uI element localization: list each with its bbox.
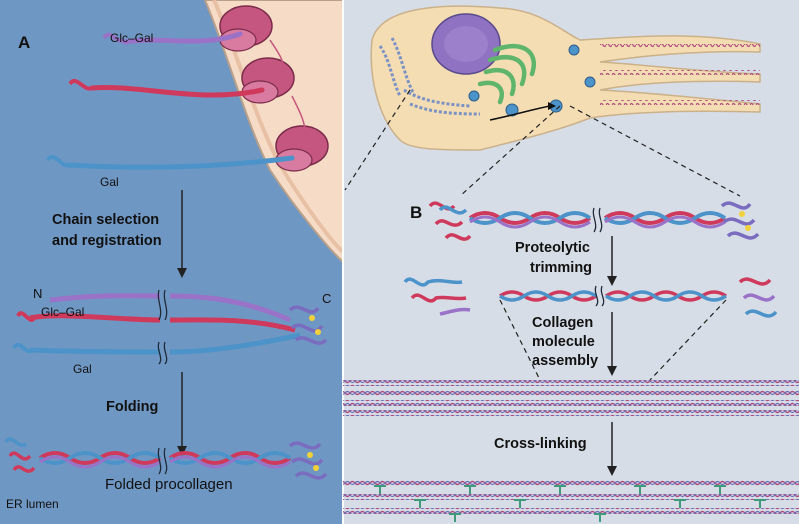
rough-er	[378, 37, 481, 116]
arrowhead-folding	[177, 446, 187, 456]
folded-procollagen-helix	[4, 437, 328, 480]
fibril-protrusion-1	[600, 44, 760, 49]
panel-a-label: A	[18, 33, 30, 52]
nascent-chain-purple-tail	[102, 32, 125, 43]
cross-linking-label: Cross-linking	[494, 436, 587, 452]
assembly-label-3: assembly	[532, 353, 598, 369]
nascent-chain-blue	[65, 155, 295, 170]
arrowhead-chain-selection	[177, 268, 187, 278]
nascent-chain-red	[89, 84, 265, 98]
panel-b-label: B	[410, 203, 422, 222]
n-terminus-label: N	[33, 286, 42, 301]
arrowhead-proteolytic	[607, 276, 617, 286]
arrowhead-assembly	[607, 366, 617, 376]
proteolytic-label-1: Proteolytic	[515, 240, 590, 256]
collagen-molecule	[499, 285, 727, 307]
aligned-chains	[12, 289, 328, 365]
proteolytic-label-2: trimming	[530, 260, 592, 276]
mrna-strand	[269, 39, 306, 133]
chain-selection-label-2: and registration	[52, 233, 162, 249]
gal-label-mid: Gal	[73, 362, 92, 376]
procollagen-panel-b	[428, 201, 760, 241]
assembly-label-1: Collagen	[532, 315, 593, 331]
cleaved-n-propeptides	[403, 277, 471, 316]
gal-label-top: Gal	[100, 175, 119, 189]
zoom-line-left	[344, 89, 411, 191]
zoom-line-left2	[459, 105, 561, 197]
fibril-protrusion-3	[600, 100, 760, 105]
arrowhead-cross-linking	[607, 466, 617, 476]
chain-selection-label-1: Chain selection	[52, 212, 159, 228]
fibroblast-cell	[370, 5, 761, 151]
nascent-chain-purple	[122, 31, 243, 45]
glc-gal-label-top: Glc–Gal	[110, 31, 153, 45]
zoom-line-b2-left	[499, 299, 541, 381]
assembly-label-2: molecule	[532, 334, 595, 350]
cleaved-c-propeptides	[738, 277, 778, 318]
secretion-arrowhead	[548, 102, 556, 110]
c-terminus-label: C	[322, 291, 331, 306]
folding-label: Folding	[106, 399, 158, 415]
cross-linked-fibrils	[343, 480, 799, 522]
secretion-arrow	[489, 105, 551, 121]
glc-gal-label-mid: Glc–Gal	[41, 305, 84, 319]
nascent-chain-blue-tail	[46, 155, 69, 168]
folded-procollagen-label: Folded procollagen	[105, 476, 233, 493]
collagen-fibrils	[343, 380, 799, 416]
nascent-chain-red-tail	[68, 79, 93, 91]
zoom-line-b2-right	[649, 299, 727, 381]
er-lumen-label: ER lumen	[6, 497, 59, 511]
golgi	[477, 43, 536, 105]
fibril-protrusion-2	[600, 70, 760, 75]
